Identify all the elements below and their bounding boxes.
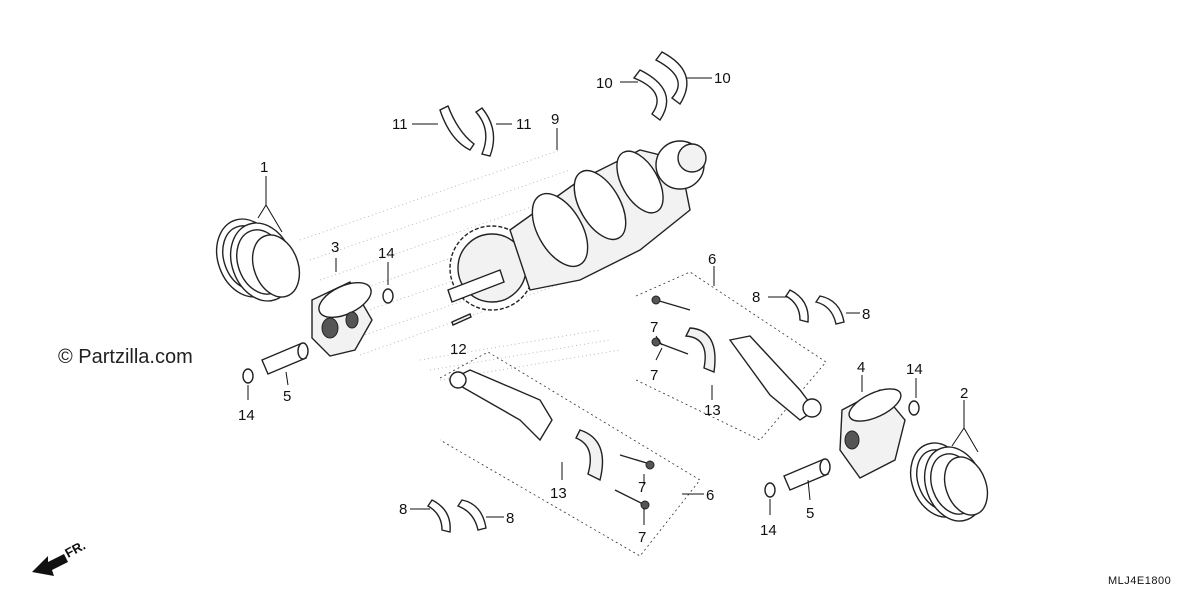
callout-7-b: 7 [650,367,658,384]
callout-14-d: 14 [760,522,777,539]
piston-pin-clip-right-lower[interactable] [764,482,776,498]
callout-6-upper: 6 [708,251,716,268]
piston-ring-set-right[interactable] [901,435,995,530]
callout-7-a: 7 [650,319,658,336]
front-arrow-icon [32,554,68,576]
callout-6-lower: 6 [706,487,714,504]
callout-13-upper: 13 [704,402,721,419]
connecting-rod-upper[interactable] [635,271,827,441]
watermark: © Partzilla.com [58,346,193,368]
callout-11-left: 11 [392,116,408,133]
piston-pin-clip-left-lower[interactable] [242,368,254,384]
callout-1: 1 [260,159,268,176]
rod-bearing-upper-pair[interactable] [785,289,845,325]
callout-5-left: 5 [283,388,291,405]
callout-14-c: 14 [906,361,923,378]
crankshaft[interactable] [447,140,707,311]
callout-3: 3 [331,239,339,256]
main-bearing-pair[interactable] [439,105,495,157]
piston-pin-clip-left-upper[interactable] [382,288,394,304]
guide-dots [299,149,621,381]
callout-8-b: 8 [862,306,870,323]
callout-14-b: 14 [238,407,255,424]
callout-7-c: 7 [638,479,646,496]
front-label: FR. [62,538,88,561]
callout-8-a: 8 [752,289,760,306]
diagram-code: MLJ4E1800 [1108,575,1171,587]
front-direction-indicator: FR. [32,538,88,576]
callout-4: 4 [857,359,865,376]
piston-left[interactable] [311,275,376,357]
piston-pin-left[interactable] [261,342,309,375]
callout-14-a: 14 [378,245,395,262]
callout-12: 12 [450,341,467,358]
callout-2: 2 [960,385,968,402]
piston-pin-clip-right-upper[interactable] [908,400,920,416]
callout-7-d: 7 [638,529,646,546]
rod-bearing-lower-pair[interactable] [427,499,487,533]
dowel-pin[interactable] [451,313,472,326]
callout-8-d: 8 [506,510,514,527]
callout-11-right: 11 [516,116,532,133]
thrust-washer-pair[interactable] [632,51,688,122]
callout-10-right: 10 [714,70,731,87]
callout-9: 9 [551,111,559,128]
piston-pin-right[interactable] [783,458,831,491]
callout-5-right: 5 [806,505,814,522]
callout-8-c: 8 [399,501,407,518]
connecting-rod-lower[interactable] [439,351,701,557]
piston-ring-set-left[interactable] [206,210,307,310]
callout-13-lower: 13 [550,485,567,502]
callout-10-left: 10 [596,75,613,92]
piston-right[interactable] [839,382,906,479]
